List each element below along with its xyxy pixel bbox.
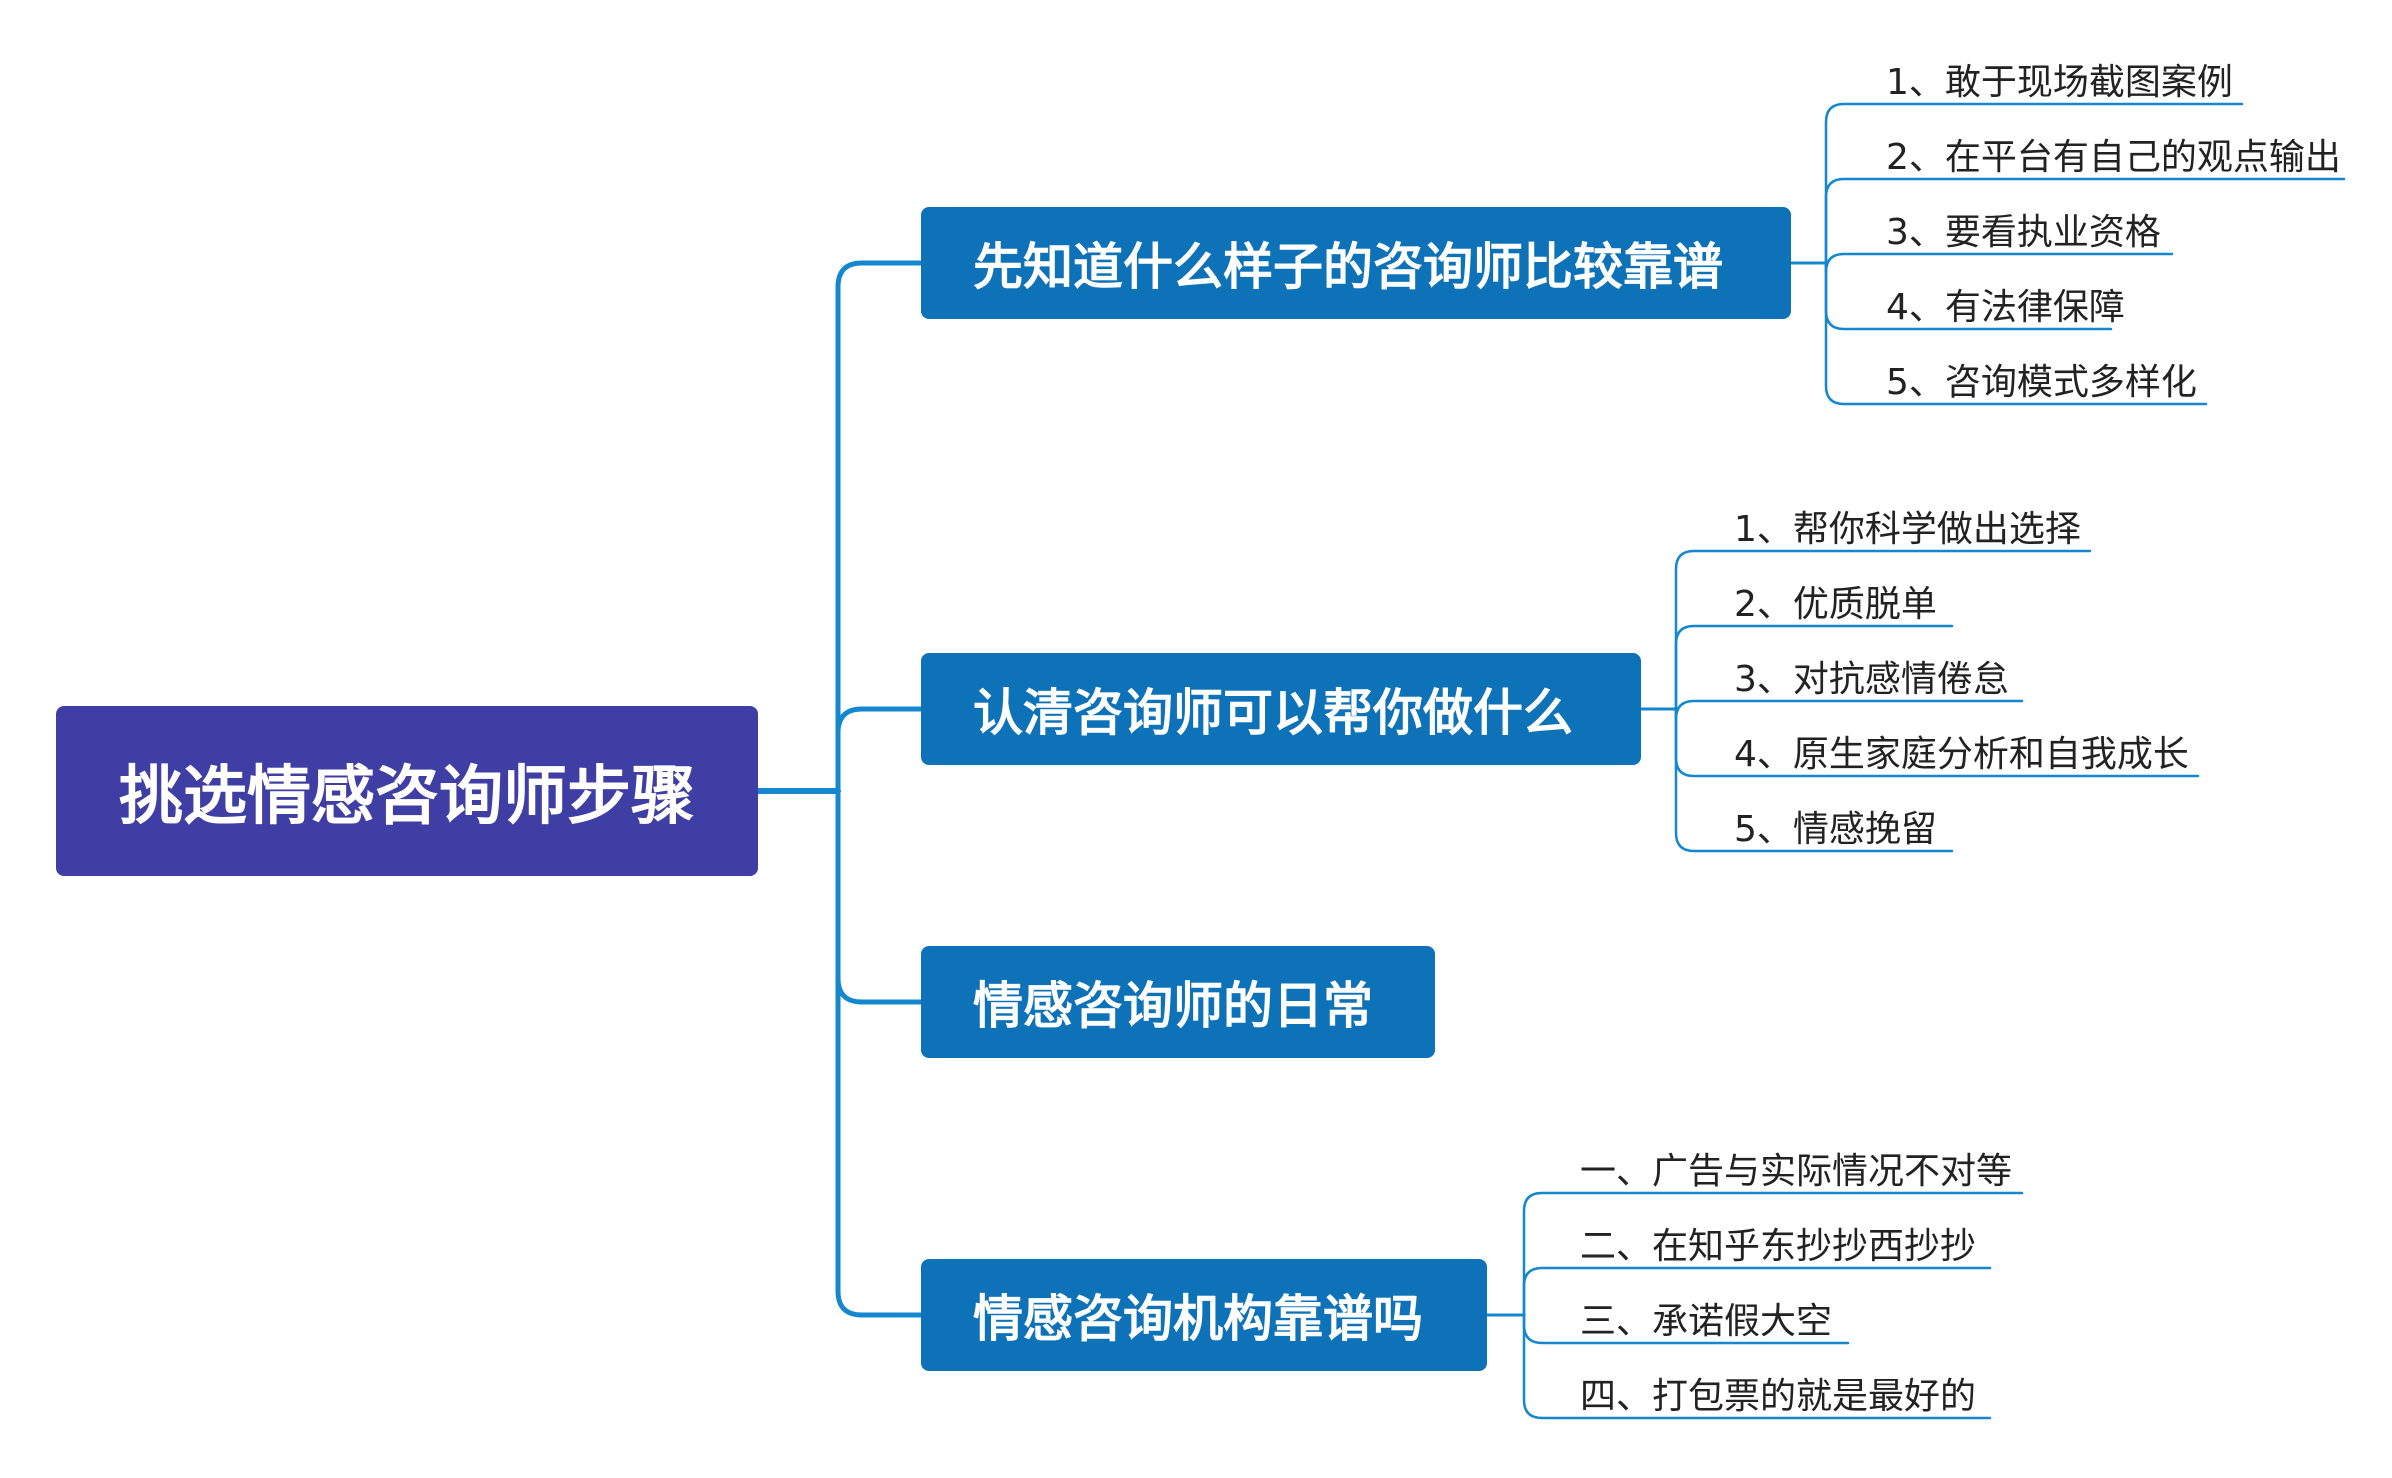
- branch-connector: [835, 788, 924, 1005]
- branch-connector: [835, 260, 924, 794]
- leaf-item[interactable]: 1、敢于现场截图案例: [1886, 62, 2233, 103]
- branch-node-agencies[interactable]: 情感咨询机构靠谱吗: [921, 1259, 1487, 1371]
- leaf-item[interactable]: 3、对抗感情倦怠: [1734, 659, 2009, 700]
- leaf-item[interactable]: 4、原生家庭分析和自我成长: [1734, 734, 2189, 775]
- branch-connector: [835, 788, 924, 1318]
- branch-connector: [835, 706, 924, 794]
- branch-node-benefits[interactable]: 认清咨询师可以帮你做什么: [921, 653, 1641, 765]
- branch-node-daily[interactable]: 情感咨询师的日常: [921, 946, 1435, 1058]
- leaf-item[interactable]: 5、咨询模式多样化: [1886, 362, 2197, 403]
- leaf-item[interactable]: 5、情感挽留: [1734, 809, 1937, 850]
- root-node[interactable]: 挑选情感咨询师步骤: [56, 706, 758, 876]
- leaf-item[interactable]: 四、打包票的就是最好的: [1580, 1376, 1977, 1417]
- leaf-item[interactable]: 三、承诺假大空: [1580, 1301, 1833, 1342]
- branch-node-criteria[interactable]: 先知道什么样子的咨询师比较靠谱: [921, 207, 1791, 319]
- leaf-item[interactable]: 4、有法律保障: [1886, 287, 2125, 328]
- leaf-item[interactable]: 1、帮你科学做出选择: [1734, 509, 2081, 550]
- leaf-item[interactable]: 2、优质脱单: [1734, 584, 1937, 625]
- leaf-item[interactable]: 一、广告与实际情况不对等: [1580, 1151, 2013, 1192]
- leaf-item[interactable]: 2、在平台有自己的观点输出: [1886, 137, 2341, 178]
- leaf-item[interactable]: 3、要看执业资格: [1886, 212, 2161, 253]
- leaf-item[interactable]: 二、在知乎东抄抄西抄抄: [1580, 1226, 1977, 1267]
